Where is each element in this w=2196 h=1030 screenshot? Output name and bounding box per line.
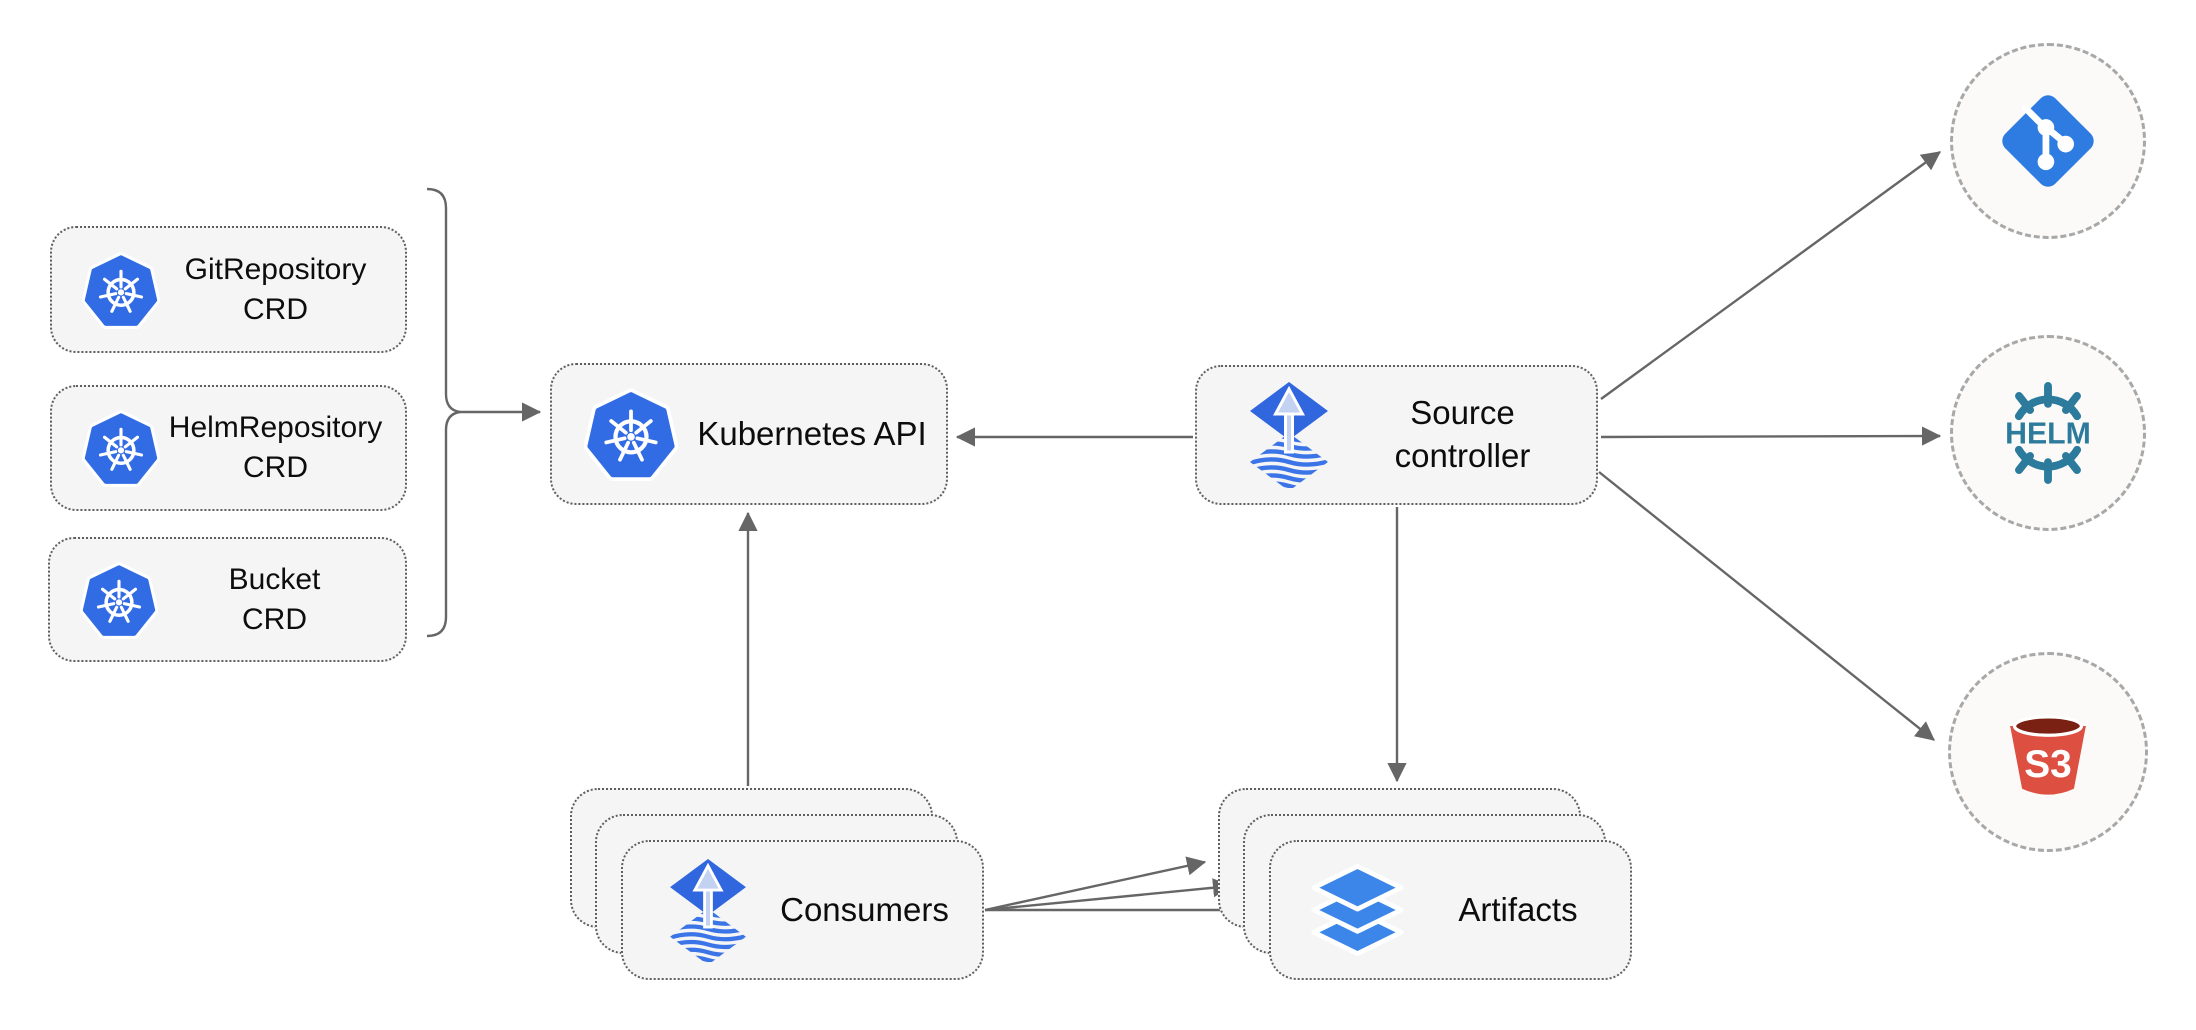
node-label: GitRepository CRD xyxy=(184,252,367,326)
node-artifacts: Artifacts xyxy=(1269,840,1632,980)
node-label: Artifacts xyxy=(1458,890,1578,928)
node-label: Source controller xyxy=(1394,394,1531,474)
node-bucket-crd: Bucket CRD xyxy=(48,537,407,662)
node-consumers: Consumers xyxy=(621,840,984,980)
arrow-consumers-to-artifacts-1 xyxy=(984,856,1207,912)
layers-icon xyxy=(1309,864,1406,956)
git-icon xyxy=(1996,89,2100,193)
s3-logo-text: S3 xyxy=(2024,743,2072,786)
arrow-source-to-helm xyxy=(1600,426,1942,446)
flux-icon xyxy=(1249,382,1329,488)
node-helmrepository-crd: HelmRepository CRD xyxy=(50,385,407,511)
node-label: Kubernetes API xyxy=(697,414,927,452)
node-label: Bucket CRD xyxy=(228,562,321,636)
kubernetes-icon xyxy=(80,561,158,639)
arrow-source-to-git xyxy=(1600,151,1941,400)
external-s3-circle: S3 xyxy=(1948,652,2148,852)
arrow-consumers-to-artifacts-2 xyxy=(984,878,1233,912)
node-gitrepository-crd: GitRepository CRD xyxy=(50,226,407,353)
helm-icon: HELM xyxy=(1992,377,2104,489)
kubernetes-icon xyxy=(82,409,160,487)
kubernetes-icon xyxy=(82,251,160,329)
flux-icon xyxy=(669,859,747,962)
grouping-brace xyxy=(426,187,461,638)
kubernetes-icon xyxy=(584,387,678,481)
external-git-circle xyxy=(1950,43,2146,239)
external-helm-circle: HELM xyxy=(1950,335,2146,531)
node-label: HelmRepository CRD xyxy=(168,411,383,484)
s3-bucket-icon: S3 xyxy=(1994,698,2102,806)
node-label: Consumers xyxy=(780,890,949,928)
helm-logo-text: HELM xyxy=(2005,418,2091,451)
node-source-controller: Source controller xyxy=(1195,365,1598,505)
arrow-source-to-s3 xyxy=(1598,471,1935,741)
node-kubernetes-api: Kubernetes API xyxy=(550,363,948,505)
